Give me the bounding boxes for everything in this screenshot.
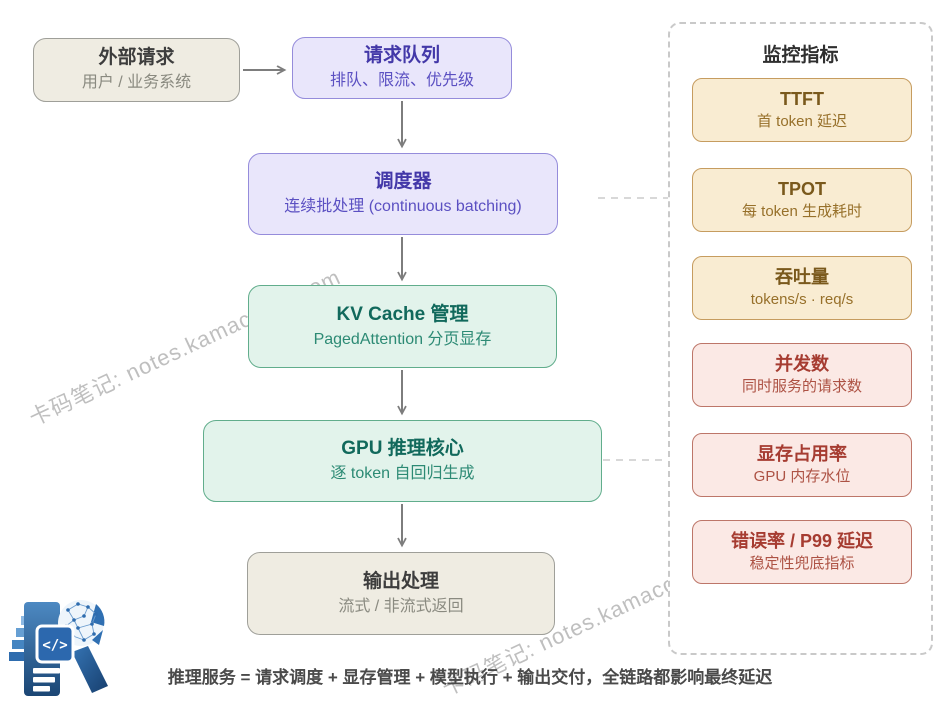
flow-node-output: 输出处理 流式 / 非流式返回 xyxy=(247,552,555,635)
metric-subtitle: 稳定性兜底指标 xyxy=(749,554,855,572)
metric-card-vram-usage: 显存占用率 GPU 内存水位 xyxy=(692,433,912,497)
node-title: KV Cache 管理 xyxy=(336,303,469,325)
metric-subtitle: GPU 内存水位 xyxy=(753,467,851,485)
node-subtitle: 用户 / 业务系统 xyxy=(81,74,192,92)
flow-node-scheduler: 调度器 连续批处理 (continuous batching) xyxy=(248,153,558,235)
node-title: GPU 推理核心 xyxy=(341,438,464,460)
metric-card-error-p99: 错误率 / P99 延迟 稳定性兜底指标 xyxy=(692,520,912,584)
node-subtitle: 连续批处理 (continuous batching) xyxy=(284,198,522,216)
metric-title: TTFT xyxy=(780,88,824,109)
metric-card-throughput: 吞吐量 tokens/s · req/s xyxy=(692,256,912,320)
code-icon: </> xyxy=(42,638,67,654)
summary-caption: 推理服务 = 请求调度 + 显存管理 + 模型执行 + 输出交付，全链路都影响最… xyxy=(167,668,773,687)
node-title: 外部请求 xyxy=(98,47,175,69)
metric-subtitle: 同时服务的请求数 xyxy=(741,377,862,395)
metric-title: 错误率 / P99 延迟 xyxy=(730,530,874,551)
node-subtitle: 逐 token 自回归生成 xyxy=(330,465,475,483)
node-title: 调度器 xyxy=(374,171,432,193)
metric-subtitle: 每 token 生成耗时 xyxy=(741,202,863,220)
flow-node-gpu-core: GPU 推理核心 逐 token 自回归生成 xyxy=(203,420,602,502)
kamacoder-logo: </> xyxy=(9,600,108,696)
node-title: 输出处理 xyxy=(362,570,439,592)
metric-title: 并发数 xyxy=(775,353,829,374)
metric-title: 显存占用率 xyxy=(757,443,847,464)
metric-subtitle: tokens/s · req/s xyxy=(750,290,854,308)
metric-title: 吞吐量 xyxy=(775,266,829,287)
node-subtitle: 排队、限流、优先级 xyxy=(329,72,474,90)
node-subtitle: 流式 / 非流式返回 xyxy=(338,597,464,615)
monitoring-panel: 监控指标 TTFT 首 token 延迟 TPOT 每 token 生成耗时 吞… xyxy=(668,22,933,655)
metric-card-tpot: TPOT 每 token 生成耗时 xyxy=(692,168,912,232)
node-title: 请求队列 xyxy=(363,45,440,67)
flow-node-request-queue: 请求队列 排队、限流、优先级 xyxy=(292,37,512,99)
metric-title: TPOT xyxy=(778,178,826,199)
metric-card-concurrency: 并发数 同时服务的请求数 xyxy=(692,343,912,407)
logo-k-leg xyxy=(72,646,108,693)
node-subtitle: PagedAttention 分页显存 xyxy=(313,330,492,348)
metric-subtitle: 首 token 延迟 xyxy=(756,112,848,130)
flow-node-external-request: 外部请求 用户 / 业务系统 xyxy=(33,38,240,102)
flow-node-kv-cache: KV Cache 管理 PagedAttention 分页显存 xyxy=(248,285,557,368)
panel-title: 监控指标 xyxy=(762,45,839,66)
logo-code-badge xyxy=(35,624,75,664)
metric-card-ttft: TTFT 首 token 延迟 xyxy=(692,78,912,142)
logo-text-lines xyxy=(33,668,60,692)
logo-brain-network xyxy=(58,600,105,646)
